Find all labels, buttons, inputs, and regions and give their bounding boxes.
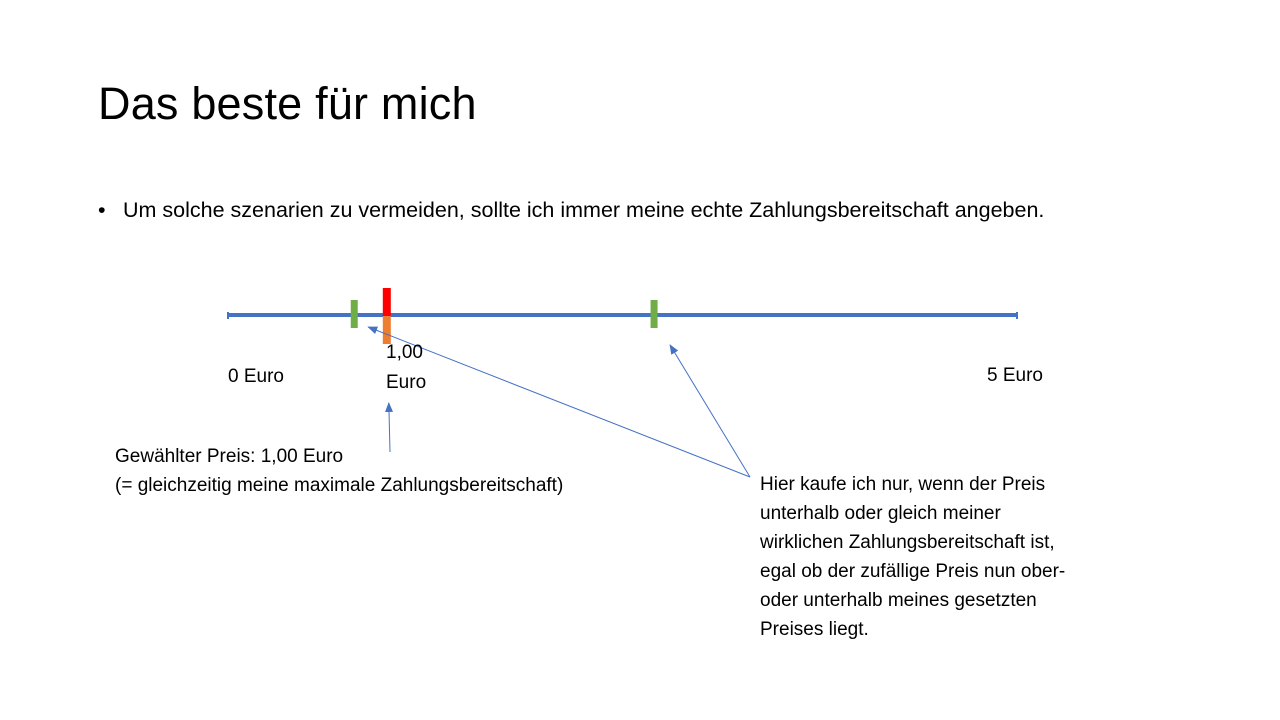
- chosen-price-marker-top: [382, 288, 391, 316]
- arrow-to-green-marker-high: [669, 344, 751, 478]
- chosen-price-label-unit: Euro: [386, 372, 427, 393]
- axis-label-max: 5 Euro: [987, 365, 1043, 386]
- chosen-price-annotation-line: Gewählter Preis: 1,00 Euro: [115, 446, 344, 467]
- slide-title: Das beste für mich: [98, 78, 477, 129]
- buy-condition-note-line: Hier kaufe ich nur, wenn der Preis: [760, 474, 1046, 495]
- arrow-to-chosen-price: [385, 402, 394, 453]
- buy-condition-note-line: wirklichen Zahlungsbereitschaft ist,: [760, 532, 1055, 553]
- arrow-to-green-marker-low: [367, 326, 751, 478]
- chosen-price-label-value: 1,00: [386, 342, 423, 363]
- buy-condition-note-line: unterhalb oder gleich meiner: [760, 503, 1001, 524]
- green-marker-low: [350, 300, 358, 328]
- buy-condition-note: Hier kaufe ich nur, wenn der Preis unter…: [760, 470, 1065, 644]
- bullet-dot: •: [98, 198, 106, 222]
- buy-condition-note-line: oder unterhalb meines gesetzten: [760, 590, 1037, 611]
- buy-condition-note-line: Preises liegt.: [760, 619, 869, 640]
- axis-label-min: 0 Euro: [228, 366, 284, 387]
- chosen-price-marker-bottom: [382, 316, 391, 344]
- green-marker-high: [650, 300, 658, 328]
- chosen-price-label: 1,00 Euro: [386, 338, 426, 398]
- chosen-price-annotation-line: (= gleichzeitig meine maximale Zahlungsb…: [115, 475, 564, 496]
- chosen-price-annotation: Gewählter Preis: 1,00 Euro (= gleichzeit…: [115, 442, 563, 500]
- bullet-text: Um solche szenarien zu vermeiden, sollte…: [123, 198, 1045, 222]
- buy-condition-note-line: egal ob der zufällige Preis nun ober-: [760, 561, 1066, 582]
